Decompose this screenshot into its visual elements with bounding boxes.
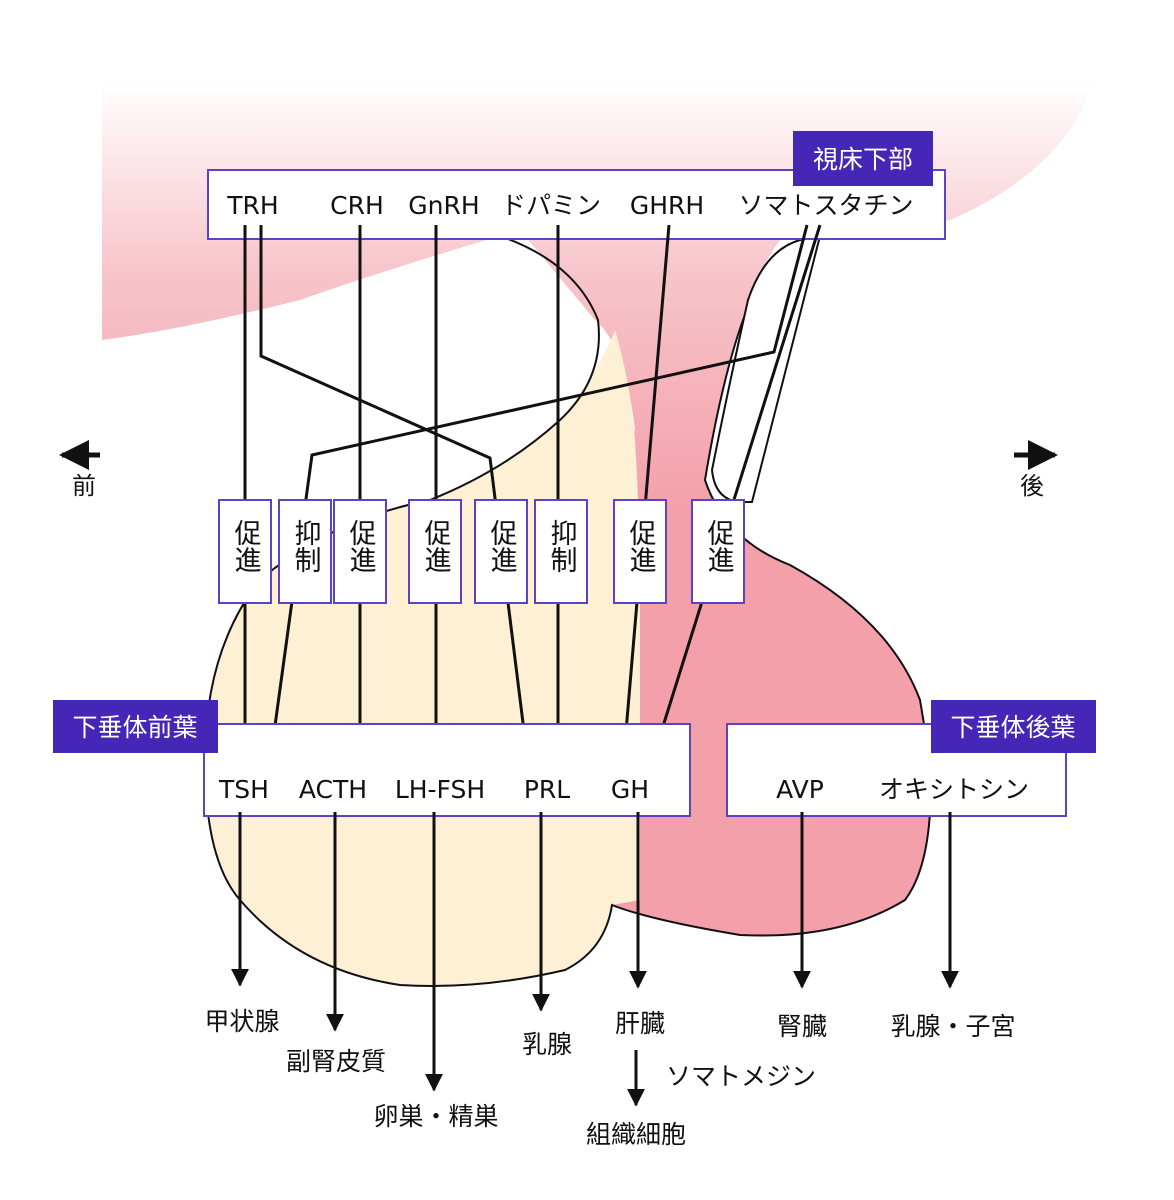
releasing-hormones: TRH CRH GnRH ドパミン GHRH ソマトスタチン (226, 191, 913, 220)
hypothalamus-label: 視床下部 (813, 145, 913, 174)
target-kidney: 腎臓 (777, 1012, 827, 1041)
posterior-label-bg (931, 700, 1096, 753)
action-box-ghrh-gh: 促進 (613, 499, 667, 604)
hormone-oxytocin: オキシトシン (879, 775, 1029, 804)
posterior-label: 下垂体後葉 (950, 713, 1075, 742)
action-label: 抑制 (546, 519, 577, 573)
anterior-hormones: TSH ACTH LH-FSH PRL GH (218, 775, 649, 804)
hormone-prl: PRL (524, 775, 570, 804)
action-box-somatostatin-tsh: 抑制 (278, 499, 332, 604)
target-tissue-cells: 組織細胞 (586, 1120, 686, 1149)
somatomedin-label: ソマトメジン (666, 1062, 816, 1091)
infundibulum-channel (710, 234, 822, 503)
pituitary-outline (203, 235, 932, 987)
posterior-hormones: AVP オキシトシン (776, 775, 1029, 804)
front-direction: 前 (59, 440, 100, 500)
hormone-tsh: TSH (218, 775, 269, 804)
action-boxes: 促進 抑制 促進 促進 促進 抑制 促進 促進 (218, 499, 745, 604)
action-box-trh-prl: 促進 (474, 499, 528, 604)
action-label: 促進 (703, 519, 735, 573)
anterior-label-bg (53, 700, 218, 753)
hormone-crh: CRH (330, 191, 384, 220)
hormone-avp: AVP (776, 775, 824, 804)
hormone-trh: TRH (226, 191, 278, 220)
anterior-label: 下垂体前葉 (72, 713, 197, 742)
hormone-gnrh: GnRH (408, 191, 479, 220)
action-label: 促進 (345, 519, 377, 573)
hormone-dopamine: ドパミン (501, 191, 601, 220)
target-mammary: 乳腺 (522, 1030, 572, 1059)
target-mammary-uterus: 乳腺・子宮 (890, 1012, 1015, 1041)
target-labels: 甲状腺 副腎皮質 卵巣・精巣 乳腺 肝臓 腎臓 乳腺・子宮 ソマトメジン 組織細… (204, 1007, 1015, 1149)
hormone-ghrh: GHRH (630, 191, 704, 220)
back-direction: 後 (1014, 440, 1058, 500)
target-adrenal-cortex: 副腎皮質 (286, 1047, 386, 1076)
action-box-dopamine-prl: 抑制 (534, 499, 588, 604)
target-ovary-testis: 卵巣・精巣 (373, 1102, 498, 1131)
action-label: 促進 (420, 519, 452, 573)
action-label: 促進 (486, 519, 518, 573)
target-arrows (231, 812, 959, 1107)
hormone-somatostatin: ソマトスタチン (738, 191, 913, 220)
action-box-somatostatin-gh: 促進 (691, 499, 745, 604)
back-label: 後 (1020, 472, 1044, 500)
hormone-gh: GH (611, 775, 649, 804)
action-label: 促進 (230, 519, 262, 573)
anterior-hormone-box (203, 723, 691, 817)
action-box-trh-tsh: 促進 (218, 499, 272, 604)
hormone-lh-fsh: LH-FSH (395, 775, 485, 804)
hypothalamus-label-bg (793, 131, 933, 186)
front-label: 前 (72, 472, 96, 500)
action-box-gnrh-lhfsh: 促進 (408, 499, 462, 604)
regulation-lines (236, 224, 822, 757)
target-thyroid: 甲状腺 (204, 1007, 279, 1036)
target-liver: 肝臓 (615, 1009, 665, 1038)
hormone-acth: ACTH (299, 775, 367, 804)
action-label: 促進 (625, 519, 657, 573)
anterior-lobe-region (205, 330, 640, 986)
action-label: 抑制 (290, 519, 321, 573)
hypothalamus-region (102, 82, 1093, 936)
action-box-crh-acth: 促進 (333, 499, 387, 604)
